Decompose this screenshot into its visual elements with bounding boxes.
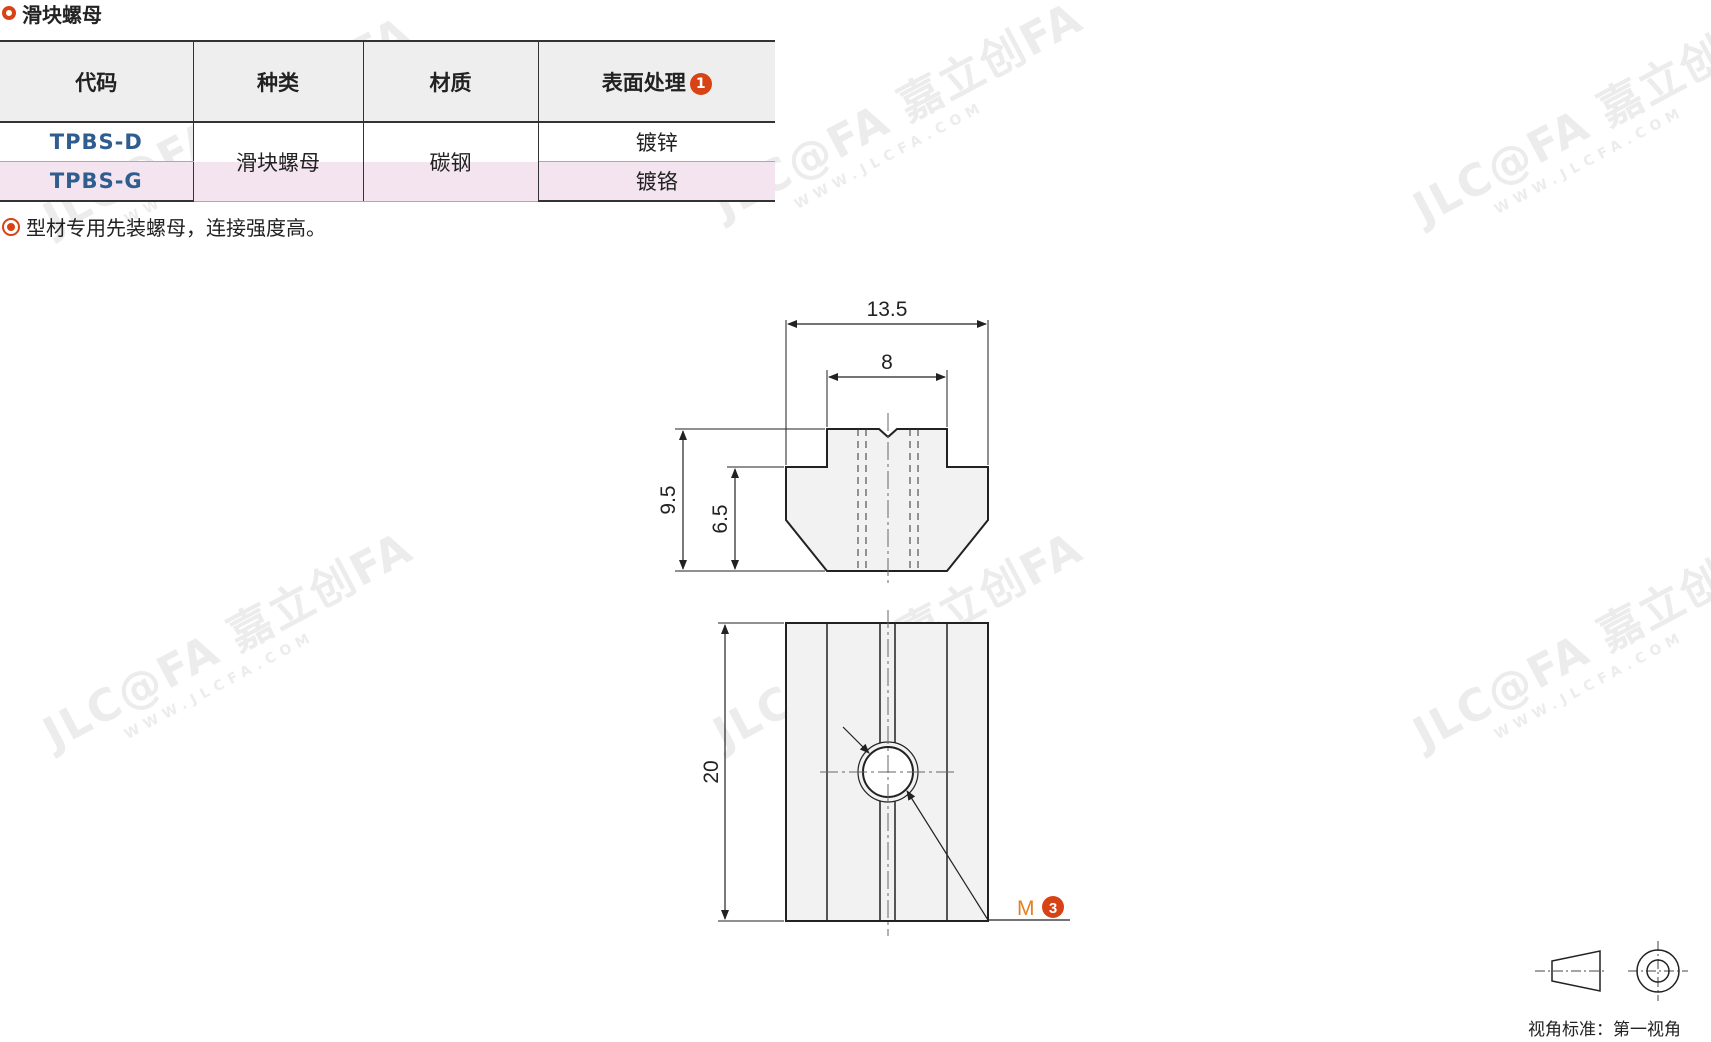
thread-badge: 3 [1049,900,1057,917]
header-material: 材质 [362,40,539,123]
surface-cell: 镀锌 [537,122,775,162]
ring-bullet-icon [2,6,16,20]
dot-bullet-icon [2,217,20,236]
section-heading: 滑块螺母 [2,0,102,27]
feature-note: 型材专用先装螺母，连接强度高。 [2,212,326,241]
section-title: 滑块螺母 [22,2,102,27]
table-row: TPBS-D 滑块螺母 碳钢 镀锌 [0,122,775,202]
table-row: TPBS-G 镀铬 [0,161,775,202]
header-code: 代码 [0,40,194,123]
thread-label: M [1017,897,1035,920]
note-badge-1: 1 [689,72,712,95]
header-type: 种类 [192,40,364,123]
dim-width-top: 8 [881,351,893,374]
material-cell: 碳钢 [362,122,539,202]
dim-height-shoulder: 6.5 [709,504,732,533]
view-standard-label: 视角标准：第一视角 [1528,1020,1681,1040]
code-cell: TPBS-G [0,161,194,202]
front-view: 13.5 8 9.5 6.5 [657,298,989,585]
first-angle-projection-icon [1535,941,1688,1001]
surface-cell: 镀铬 [537,161,775,202]
dim-width-total: 13.5 [867,298,908,321]
type-cell: 滑块螺母 [192,122,364,202]
dim-length: 20 [700,760,723,783]
dim-height-total: 9.5 [657,485,680,514]
thread-badge-circle [1042,896,1064,918]
note-text: 型材专用先装螺母，连接强度高。 [26,216,326,240]
code-cell: TPBS-D [0,122,194,162]
top-view: 20 M 3 [700,610,1070,936]
